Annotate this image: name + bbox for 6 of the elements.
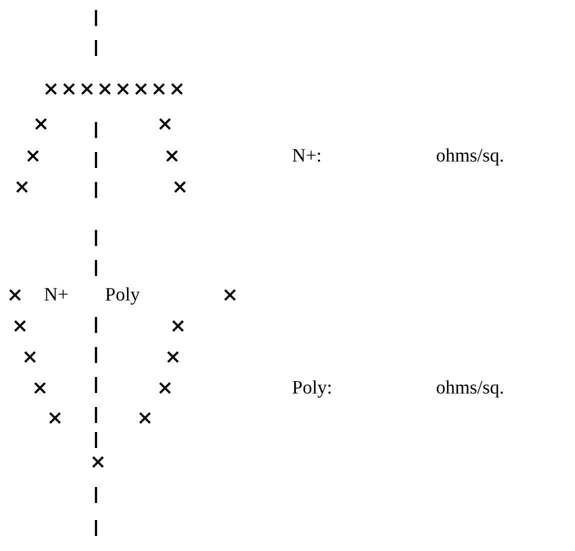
unit-label: ohms/sq.: [436, 146, 504, 166]
unit-label: ohms/sq.: [436, 378, 504, 398]
region-label: N+: [44, 286, 68, 304]
sheet-resistance-label: N+:: [292, 146, 322, 166]
region-label: Poly: [105, 286, 140, 304]
sheet-resistance-label: Poly:: [292, 378, 332, 398]
